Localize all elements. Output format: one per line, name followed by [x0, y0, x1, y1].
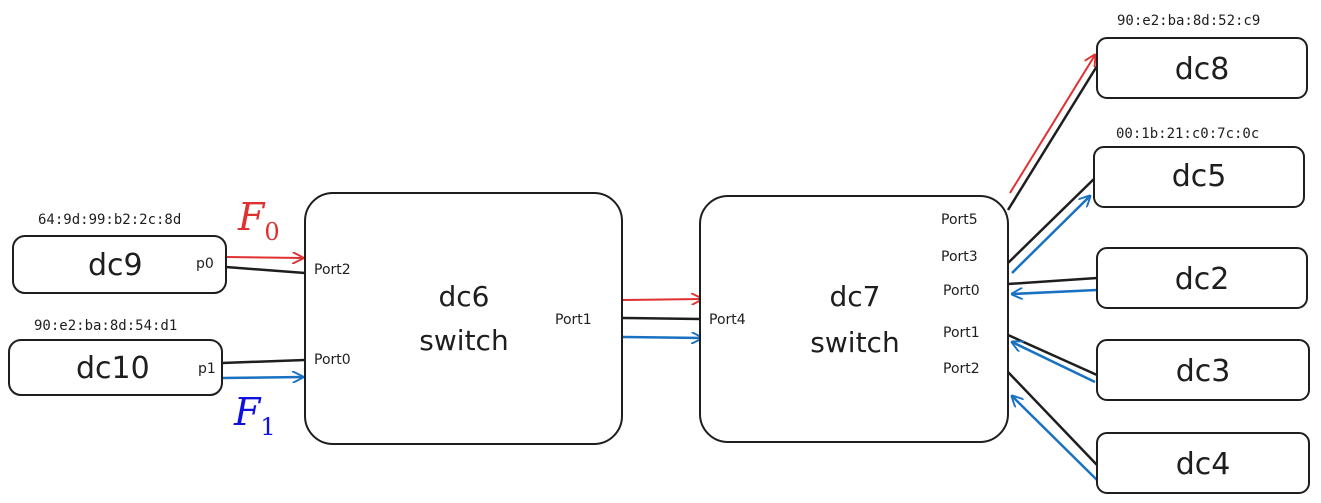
switch-dc7-type: switch	[810, 326, 899, 359]
mac-dc9: 64:9d:99:b2:2c:8d	[38, 212, 181, 228]
node-dc3: dc3	[1096, 339, 1310, 401]
box-dc7	[699, 195, 1009, 443]
flow-f1-path	[221, 196, 1098, 481]
flow-f1-arrow-mid	[621, 337, 702, 338]
box-dc9	[12, 235, 227, 294]
flow-f0-arrow-in	[225, 257, 303, 258]
box-dc10	[8, 339, 223, 396]
node-dc4: dc4	[1096, 432, 1310, 494]
label-dc2: dc2	[1175, 262, 1230, 297]
switch-dc7-name: dc7	[830, 280, 881, 313]
link-dc9-dc6	[225, 265, 306, 275]
flow-f0-path	[225, 55, 1095, 300]
switch-dc6-name: dc6	[439, 280, 490, 313]
label-dc4: dc4	[1176, 447, 1231, 482]
label-dc10: dc10	[76, 351, 150, 386]
mac-dc10: 90:e2:ba:8d:54:d1	[34, 318, 177, 334]
box-dc2	[1096, 247, 1308, 309]
flow-f0-letter: F	[237, 195, 266, 239]
box-dc8	[1096, 37, 1308, 99]
link-dc7-dc3	[1007, 333, 1098, 377]
link-dc6-dc7	[621, 316, 701, 321]
flow-f0-subscript: 0	[264, 218, 279, 246]
mac-dc5: 00:1b:21:c0:7c:0c	[1116, 126, 1259, 142]
dc7-port3: Port3	[941, 249, 978, 265]
link-dc7-dc8	[1006, 65, 1099, 211]
mac-dc8: 90:e2:ba:8d:52:c9	[1117, 13, 1260, 29]
port-dc10: p1	[198, 361, 216, 377]
port-dc9: p0	[196, 256, 214, 272]
label-dc9: dc9	[88, 248, 143, 283]
box-dc3	[1096, 339, 1310, 401]
link-dc7-dc4	[1007, 371, 1098, 466]
flow-f1-arrow-out	[1011, 196, 1090, 274]
node-dc8: 90:e2:ba:8d:52:c9 dc8	[1096, 13, 1308, 99]
dc7-port0: Port0	[943, 283, 980, 299]
flow-label-f1: F1	[233, 390, 276, 441]
node-dc5: 00:1b:21:c0:7c:0c dc5	[1093, 126, 1305, 208]
flow-label-f0: F0	[237, 195, 280, 246]
box-dc4	[1096, 432, 1310, 494]
flow-f1-subscript: 1	[260, 413, 275, 441]
label-dc3: dc3	[1176, 354, 1231, 389]
link-dc10-dc6	[221, 358, 306, 365]
label-dc5: dc5	[1172, 159, 1227, 194]
dc7-port4: Port4	[709, 312, 746, 328]
dc7-port5: Port5	[941, 212, 978, 228]
flow-f0-arrow-mid	[621, 299, 702, 300]
box-dc6	[304, 192, 623, 445]
label-dc8: dc8	[1175, 52, 1230, 87]
node-dc9: 64:9d:99:b2:2c:8d dc9 p0	[12, 212, 227, 294]
node-dc2: dc2	[1096, 247, 1308, 309]
flow-f1-arrow-dc2	[1012, 290, 1098, 294]
dc6-port1: Port1	[555, 312, 592, 328]
flow-f1-arrow-dc3	[1012, 342, 1096, 384]
dc7-port2: Port2	[943, 361, 980, 377]
box-dc5	[1093, 146, 1305, 208]
dc7-port1: Port1	[943, 325, 980, 341]
flow-f0-arrow-out	[1009, 55, 1095, 194]
flow-f1-arrow-dc4	[1012, 396, 1098, 481]
link-dc7-dc2	[1007, 276, 1098, 286]
node-dc10: 90:e2:ba:8d:54:d1 dc10 p1	[8, 318, 223, 396]
switch-dc7: dc7 switch Port4 Port5 Port3 Port0 Port1…	[699, 195, 1009, 443]
flow-f1-letter: F	[233, 390, 262, 434]
dc6-port2: Port2	[314, 262, 351, 278]
link-dc7-dc5	[1007, 175, 1098, 264]
switch-dc6: dc6 switch Port2 Port0 Port1	[304, 192, 623, 445]
flow-f1-arrow-in	[221, 377, 303, 378]
dc6-port0: Port0	[314, 352, 351, 368]
switch-dc6-type: switch	[419, 324, 508, 357]
